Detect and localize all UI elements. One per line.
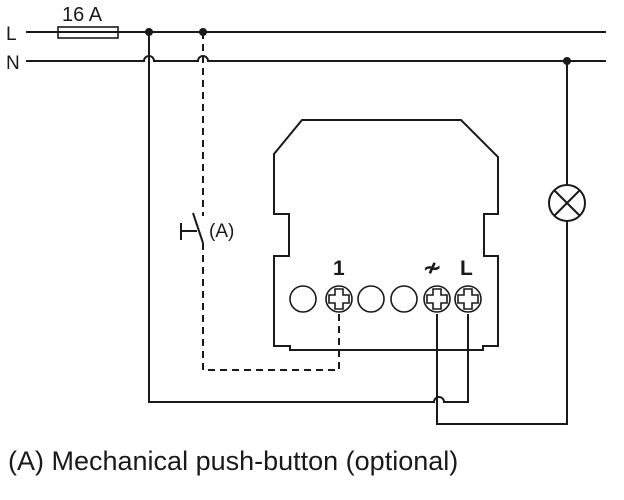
load-output-wire	[436, 221, 568, 425]
terminal-empty-3	[390, 285, 418, 313]
line-n-label: N	[6, 53, 20, 74]
terminal-l-label: L	[460, 257, 473, 280]
lamp-icon	[548, 184, 586, 222]
fuse-icon	[57, 26, 119, 39]
terminal-empty-2	[357, 285, 385, 313]
legend-caption: (A) Mechanical push-button (optional)	[8, 446, 459, 476]
fuse-rating-label: 16 A	[62, 4, 103, 26]
terminal-load-label: ≁	[423, 255, 441, 280]
terminal-1-label: 1	[333, 257, 345, 280]
line-l-label: L	[6, 24, 17, 45]
device-housing	[273, 119, 499, 351]
screw-terminal-load	[423, 285, 451, 313]
pushbutton-switch-icon	[180, 212, 204, 244]
l-feed-wire	[148, 32, 469, 403]
screw-terminal-l	[454, 285, 482, 313]
line-n-conductor	[26, 55, 606, 62]
pushbutton-wire-lower	[202, 243, 340, 371]
terminal-empty-1	[289, 285, 317, 313]
screw-terminal-1	[325, 285, 353, 313]
pushbutton-ref-label: (A)	[209, 221, 234, 242]
